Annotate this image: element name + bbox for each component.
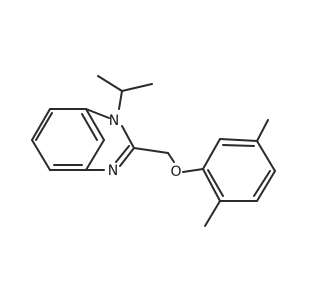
bond <box>81 113 98 141</box>
atom-label-oxygen: O <box>170 164 181 180</box>
bond-lines <box>31 75 276 227</box>
bond <box>253 170 271 197</box>
bond <box>35 112 53 141</box>
bond <box>31 139 51 171</box>
bond <box>204 200 221 227</box>
bond <box>85 108 110 119</box>
bond <box>118 90 123 110</box>
bond <box>121 125 135 149</box>
bond <box>219 138 258 142</box>
bond <box>121 83 153 92</box>
bond <box>207 169 224 197</box>
atom-label-nitrogen: N <box>109 113 119 129</box>
bond <box>31 108 51 141</box>
bond <box>256 119 269 142</box>
bond <box>133 147 169 154</box>
atom-label-nitrogen: N <box>108 163 118 179</box>
bond <box>182 168 204 173</box>
bond <box>256 140 276 172</box>
molecule-structure-diagram: N N O <box>31 75 276 227</box>
bond <box>115 145 130 163</box>
bond <box>85 139 105 171</box>
bond <box>256 170 276 202</box>
bond <box>222 144 255 147</box>
bond <box>202 168 221 202</box>
atom-labels: N N O <box>108 113 182 180</box>
bond <box>85 108 105 141</box>
bond <box>119 147 135 167</box>
bond <box>167 152 175 163</box>
bond <box>97 75 123 92</box>
bond <box>202 138 221 170</box>
